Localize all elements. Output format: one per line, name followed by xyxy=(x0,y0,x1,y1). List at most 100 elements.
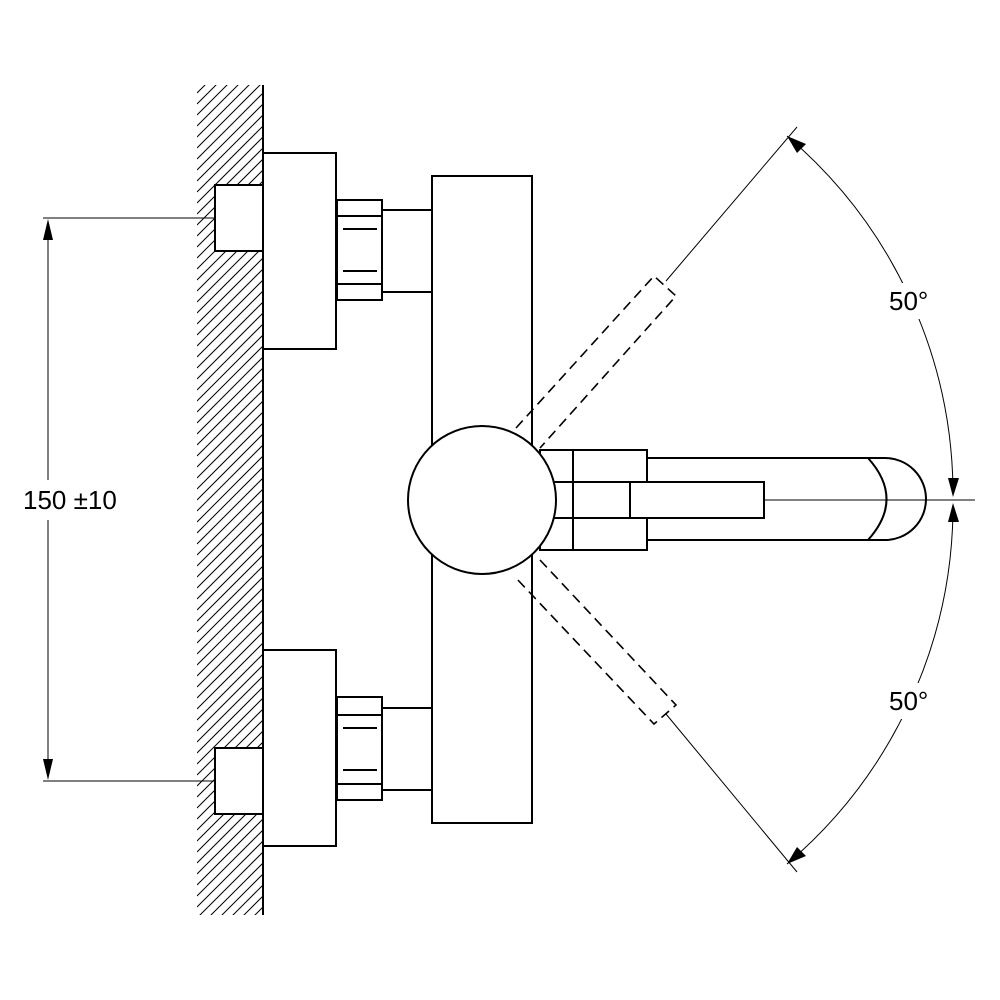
hatch-line xyxy=(232,884,263,915)
angle-arrow xyxy=(787,847,806,864)
lower-inlet-stub xyxy=(214,747,264,815)
lower-wall-connection xyxy=(214,649,448,847)
hatch-line xyxy=(197,85,228,116)
rotation-angle-dimensions: 50° 50° xyxy=(665,126,975,873)
hatch-line xyxy=(210,862,263,915)
angle-extension-line-lower xyxy=(665,713,798,873)
hatch-line xyxy=(197,136,263,204)
hatch-line xyxy=(197,620,263,688)
hatch-line xyxy=(243,895,263,915)
hatch-line xyxy=(197,334,263,402)
hatch-line xyxy=(197,807,263,875)
hatch-line xyxy=(197,389,263,457)
hatch-line xyxy=(197,85,206,94)
hatch-line xyxy=(197,818,263,886)
hatch-line xyxy=(254,906,263,915)
dimension-arrow xyxy=(43,219,53,240)
spacing-dimension-label: 150 ±10 xyxy=(23,485,117,515)
hatch-line xyxy=(197,664,263,732)
hatch-line xyxy=(197,85,217,105)
angle-label-background xyxy=(884,283,946,319)
hatch-line xyxy=(197,268,263,336)
hatch-line xyxy=(197,92,263,160)
hatch-line xyxy=(197,554,263,622)
hatch-line xyxy=(197,378,263,446)
hatch-line xyxy=(197,929,263,995)
handle-lever-slot xyxy=(629,481,765,519)
hatch-line xyxy=(197,609,263,677)
upper-inlet-stub xyxy=(214,184,264,252)
hatch-line xyxy=(197,323,263,391)
hatch-line xyxy=(197,85,250,138)
hatch-line xyxy=(197,5,263,71)
hatch-line xyxy=(197,114,263,182)
hatch-line xyxy=(197,246,263,314)
hatch-line xyxy=(197,532,263,600)
wall-section xyxy=(197,0,264,995)
hatch-line xyxy=(197,653,263,721)
hatch-line xyxy=(199,851,263,915)
hatch-line xyxy=(197,466,263,534)
angle-arrow xyxy=(787,136,806,153)
hatch-line xyxy=(197,521,263,589)
hatch-line xyxy=(197,675,263,743)
mixer-handle xyxy=(407,425,927,575)
handle-lever xyxy=(646,457,927,541)
lower-angle-label: 50° xyxy=(889,686,928,716)
wall-hatch xyxy=(197,0,263,995)
hatch-line xyxy=(197,345,263,413)
hatch-line xyxy=(197,400,263,468)
hatch-line xyxy=(221,873,263,915)
upper-angle-label: 50° xyxy=(889,286,928,316)
hatch-line xyxy=(197,103,263,171)
angle-arrow xyxy=(948,478,959,497)
spacing-dimension: 150 ±10 xyxy=(18,217,215,782)
hatch-line xyxy=(197,565,263,633)
hatch-line xyxy=(197,488,263,556)
handle-lever-tip-curve xyxy=(867,457,888,541)
hatch-line xyxy=(197,279,263,347)
hatch-line xyxy=(197,708,263,776)
mixer-cartridge-knob xyxy=(407,425,557,575)
hatch-line xyxy=(197,499,263,567)
hatch-line xyxy=(197,16,263,82)
hatch-line xyxy=(197,125,263,193)
hatch-line xyxy=(197,576,263,644)
dimension-label-background xyxy=(18,482,143,518)
hatch-line xyxy=(197,631,263,699)
hatch-line xyxy=(197,444,263,512)
angle-arrow xyxy=(948,503,959,522)
hatch-line xyxy=(197,290,263,358)
hatch-line xyxy=(197,829,263,897)
hatch-line xyxy=(197,367,263,435)
hatch-line xyxy=(197,312,263,380)
hatch-line xyxy=(197,0,263,60)
hatch-line xyxy=(197,697,263,765)
hatch-line xyxy=(197,587,263,655)
hatch-line xyxy=(197,455,263,523)
hatch-line xyxy=(197,642,263,710)
upper-wall-connection xyxy=(214,152,448,350)
hatch-line xyxy=(197,356,263,424)
hatch-line xyxy=(197,411,263,479)
hatch-line xyxy=(197,301,263,369)
handle-upper-position-dashed xyxy=(515,274,678,449)
hatch-line xyxy=(197,147,263,215)
upper-escutcheon xyxy=(262,152,337,350)
hatch-line xyxy=(197,686,263,754)
hatch-line xyxy=(197,543,263,611)
hatch-line xyxy=(197,257,263,325)
hatch-line xyxy=(197,840,263,908)
angle-label-background xyxy=(884,683,946,719)
hatch-line xyxy=(197,918,263,984)
hatch-line xyxy=(197,477,263,545)
lower-escutcheon xyxy=(262,649,337,847)
hatch-line xyxy=(197,598,263,666)
hatch-line xyxy=(197,85,261,149)
hatch-line xyxy=(197,433,263,501)
handle-lower-position-dashed xyxy=(515,559,678,726)
angle-extension-line-upper xyxy=(665,126,798,282)
hatch-line xyxy=(197,85,239,127)
dimension-arrow xyxy=(43,759,53,780)
